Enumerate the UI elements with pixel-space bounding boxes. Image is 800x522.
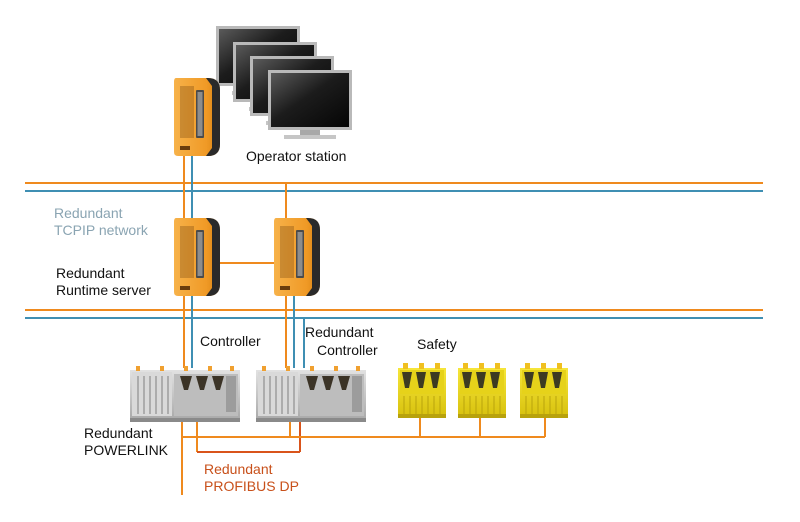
connections — [181, 155, 546, 495]
safety-module-3 — [519, 362, 569, 419]
redundant-controller-rack — [255, 365, 367, 423]
safety-module-2 — [457, 362, 507, 419]
operator-pc — [174, 78, 220, 156]
powerlink-label-line1: Redundant — [84, 425, 153, 441]
profibus-label-line1: Redundant — [204, 461, 273, 477]
tcpip-network-lines — [25, 182, 763, 319]
runtime-server-label-line2: Runtime server — [56, 282, 151, 298]
runtime-server-label-line1: Redundant — [56, 265, 125, 281]
powerlink-label-line2: POWERLINK — [84, 442, 169, 458]
safety-module-1 — [397, 362, 447, 419]
safety-label: Safety — [417, 336, 457, 352]
profibus-label-line2: PROFIBUS DP — [204, 478, 299, 494]
redundant-controller-label-line2: Controller — [317, 342, 378, 358]
tcpip-network-label-line2: TCPIP network — [54, 222, 148, 238]
tcpip-network-label-line1: Redundant — [54, 205, 123, 221]
controller-label: Controller — [200, 333, 261, 349]
runtime-server-1 — [174, 218, 220, 296]
controller-rack — [129, 365, 241, 423]
operator-station-label: Operator station — [246, 148, 347, 164]
runtime-server-2 — [274, 218, 320, 296]
operator-monitors — [216, 26, 352, 139]
redundant-controller-label-line1: Redundant — [305, 324, 374, 340]
